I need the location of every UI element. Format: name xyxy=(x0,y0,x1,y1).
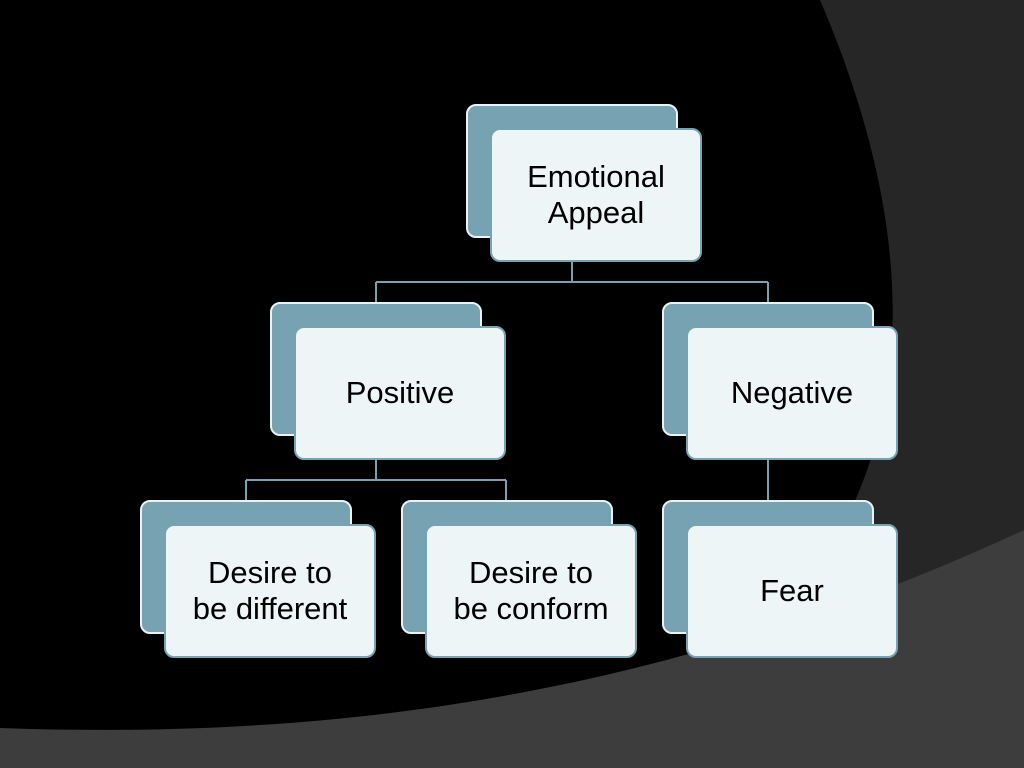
connector-positive-children xyxy=(245,460,507,500)
node-positive-label: Positive xyxy=(294,326,506,460)
background-band-bottom xyxy=(0,530,1024,768)
node-desire-different-label: Desire to be different xyxy=(164,524,376,658)
node-negative-label: Negative xyxy=(686,326,898,460)
node-emotional-appeal-label: Emotional Appeal xyxy=(490,128,702,262)
node-desire-conform-label: Desire to be conform xyxy=(425,524,637,658)
connector-root-children xyxy=(375,262,769,302)
node-fear-label: Fear xyxy=(686,524,898,658)
background-band-right xyxy=(560,0,1024,768)
